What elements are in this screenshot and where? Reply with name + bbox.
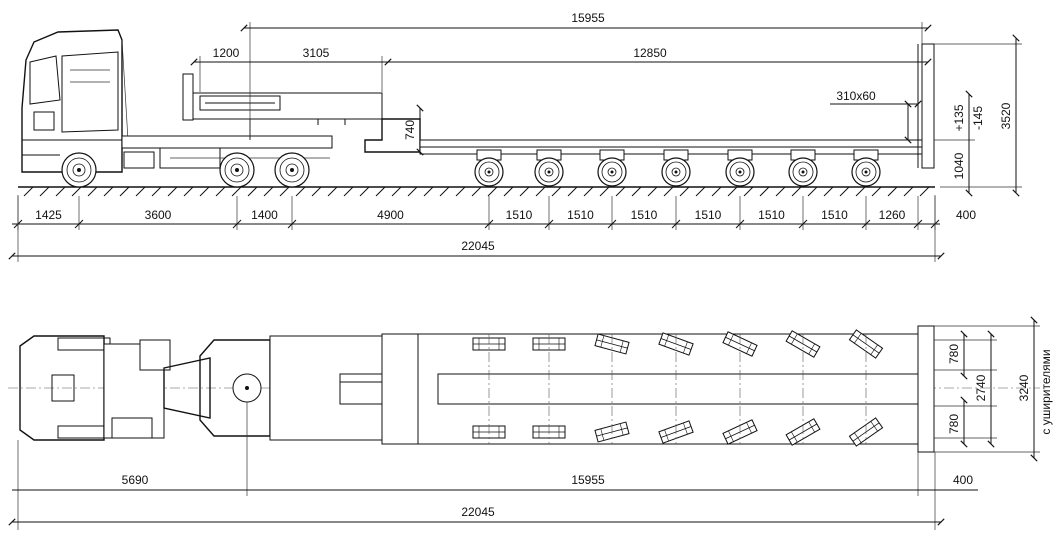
dim-tick — [861, 219, 871, 229]
dim-segment: 1510 — [567, 208, 594, 222]
dim-segment: 1425 — [35, 208, 62, 222]
dim-tick — [735, 219, 745, 229]
plan-width-dims: 780 780 2740 3240 с уширителями — [934, 316, 1053, 462]
tractor-chassis — [121, 135, 333, 169]
trailer-wheel — [597, 157, 627, 187]
gooseneck — [182, 73, 421, 153]
dim-segment: 3600 — [145, 208, 172, 222]
trailer-wheel — [851, 157, 881, 187]
dim-step-height: 740 — [403, 120, 417, 140]
dim-tractor-length: 5690 — [122, 473, 149, 487]
plan-tyres — [472, 329, 884, 447]
side-view: 15955 1200 3105 12850 310x60 740 3520 +1… — [8, 11, 1022, 262]
dim-outrigger-top: 780 — [947, 344, 961, 364]
dim-tick — [544, 219, 554, 229]
dim-tick — [913, 219, 923, 229]
dim-deck-width: 2740 — [974, 374, 988, 401]
dim-segment: 1400 — [251, 208, 278, 222]
dim-rear-overhang: 400 — [953, 473, 973, 487]
dim-segment: 4900 — [377, 208, 404, 222]
dim-minus-tolerance: -145 — [971, 106, 985, 130]
dim-beam-section: 310x60 — [836, 89, 876, 103]
dim-tick — [607, 219, 617, 229]
tractor-cab — [21, 29, 129, 173]
side-dims-bottom: 1425 3600 1400 4900 1510 1510 1510 1510 1510 1510… — [12, 196, 976, 230]
dim-segment: 1510 — [631, 208, 658, 222]
ground-line — [18, 186, 935, 197]
deck-plan — [381, 325, 935, 453]
trailer-wheel — [534, 157, 564, 187]
dim-segment: 1260 — [879, 208, 906, 222]
side-dims-top: 15955 1200 3105 12850 310x60 740 3520 +1… — [190, 11, 1022, 197]
dim-tick — [484, 219, 494, 229]
dim-front-overhang: 1200 — [213, 46, 240, 60]
dim-segment: 400 — [956, 208, 976, 222]
dim-overall-length-side: 22045 — [461, 239, 495, 253]
dim-overall-length-plan: 22045 — [461, 505, 495, 519]
dim-outrigger-bottom: 780 — [947, 414, 961, 434]
trailer-wheel — [661, 157, 691, 187]
dim-segment: 1510 — [695, 208, 722, 222]
dim-tick — [74, 219, 84, 229]
dim-main-deck: 12850 — [633, 46, 667, 60]
tractor-cab-plan — [19, 335, 171, 441]
dim-tick — [671, 219, 681, 229]
dim-plus-tolerance: +135 — [952, 104, 966, 131]
plan-dims-bottom: 5690 15955 400 22045 — [8, 402, 978, 530]
dim-tick — [232, 219, 242, 229]
dim-segment: 1510 — [506, 208, 533, 222]
dim-segment: 1510 — [821, 208, 848, 222]
dim-trailer-length: 15955 — [571, 473, 605, 487]
trailer-wheel — [474, 157, 504, 187]
trailer-wheel — [725, 157, 755, 187]
trailer-wheels — [474, 157, 881, 187]
gooseneck-plan — [163, 335, 383, 441]
dim-tick — [287, 219, 297, 229]
plan-view: 780 780 2740 3240 с уширителями 5690 159… — [8, 316, 1053, 530]
dim-overall-height: 3520 — [999, 102, 1013, 129]
dim-gooseneck: 3105 — [303, 46, 330, 60]
dim-segment: 1510 — [758, 208, 785, 222]
trailer-deck — [419, 43, 935, 169]
overall-width-note: с уширителями — [1039, 349, 1053, 434]
side-overall-length: 22045 — [8, 195, 945, 262]
dim-tick — [798, 219, 808, 229]
dim-platform-length: 15955 — [571, 11, 605, 25]
dim-overall-width: 3240 — [1017, 374, 1031, 401]
trailer-wheel — [788, 157, 818, 187]
dim-deck-height: 1040 — [952, 152, 966, 179]
